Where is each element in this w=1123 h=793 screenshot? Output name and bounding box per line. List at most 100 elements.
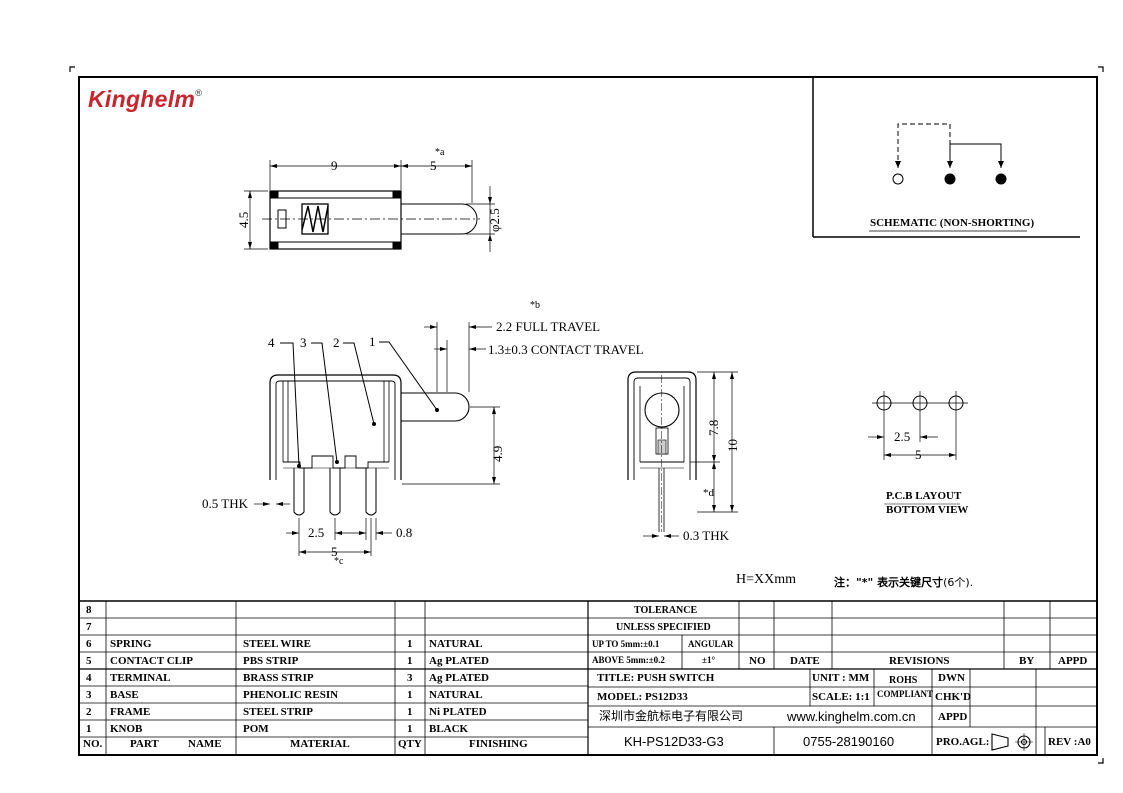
bom-row-no: 3 [86,689,92,701]
dim-pin-08: 0.8 [396,525,413,540]
pcb-span: 5 [915,447,922,462]
bom-row-no: 4 [86,672,92,684]
bom-row-finish: NATURAL [429,689,483,701]
dim-thk-05: 0.5 THK [202,496,248,511]
compliant-label: COMPLIANT [877,689,933,699]
appd-label: APPD [938,711,968,723]
dim-top-height: 4.5 [236,211,251,228]
brand-logo: Kinghelm® [88,86,203,112]
bom-row-material: STEEL STRIP [243,706,314,718]
dim-span-5: 5 [331,544,338,559]
mark-c: *c [334,556,344,567]
dim-top-length: 9 [331,158,338,173]
bom-row-no: 6 [86,638,92,650]
scale-label: SCALE: 1:1 [812,691,870,703]
mark-d: *d [703,487,714,499]
part-number: KH-PS12D33-G3 [624,734,724,749]
model-label: MODEL: PS12D33 [597,691,688,703]
bom-header-finishing: FINISHING [469,738,528,750]
pcb-subtitle: BOTTOM VIEW [886,504,969,516]
chkd-label: CHK'D [935,691,972,703]
tolerance-up-to: UP TO 5mm:±0.1 [592,639,660,649]
dwn-label: DWN [938,672,965,684]
bom-header-material: MATERIAL [290,738,350,750]
bom-row-finish: Ag PLATED [429,672,489,684]
projection-angle-label: PRO.AGL: [936,736,990,748]
bom-row-qty: 1 [407,638,413,650]
angular-value: ±1° [702,655,716,665]
height-note: H=XXmm [736,572,797,587]
tolerance-unless: UNLESS SPECIFIED [616,622,711,633]
mark-a: *a [435,147,445,158]
bom-row-part: KNOB [110,723,143,735]
projection-symbol-icon [990,733,1036,751]
rev-by-header: BY [1019,655,1035,667]
bom-row-part: BASE [110,689,139,701]
schematic-box [812,76,1080,238]
rohs-label: ROHS [889,675,918,686]
company-name: 深圳市金航标电子有限公司 [599,709,744,723]
bom-row-material: PHENOLIC RESIN [243,689,339,701]
unit-label: UNIT : MM [812,672,870,684]
tolerance-above: ABOVE 5mm:±0.2 [592,655,665,665]
balloon-1: 1 [369,334,376,349]
bom-row-part: SPRING [110,638,152,650]
dim-end-10: 10 [725,439,740,452]
top-view [244,160,495,252]
balloon-4: 4 [268,335,275,350]
company-website: www.kinghelm.com.cn [787,709,916,724]
bom-row-part: TERMINAL [110,672,171,684]
full-travel-label: 2.2 FULL TRAVEL [496,319,601,334]
company-phone: 0755-28190160 [803,734,895,749]
bom-row-finish: Ni PLATED [429,706,487,718]
dim-top-travel: 5 [430,158,437,173]
tolerance-title: TOLERANCE [634,605,698,616]
dim-end-thk: 0.3 THK [683,528,729,543]
schematic-title: SCHEMATIC (NON-SHORTING) [870,217,1035,229]
dim-end-78: 7.8 [706,419,721,436]
balloon-3: 3 [300,335,307,350]
bom-row-part: CONTACT CLIP [110,655,194,667]
dim-top-dia: φ2.5 [487,208,502,232]
bom-row-material: PBS STRIP [243,655,299,667]
bom-header-part: PART [130,738,159,750]
bom-row-qty: 3 [407,672,413,684]
pcb-pitch: 2.5 [894,429,911,444]
dim-pitch-25: 2.5 [308,525,325,540]
contact-travel-label: 1.3±0.3 CONTACT TRAVEL [488,342,644,357]
revision-label: REV :A0 [1048,736,1091,748]
bom-row-no: 8 [86,604,92,616]
rev-appd-header: APPD [1058,655,1088,667]
bom-row-qty: 1 [407,689,413,701]
drawing-frame [78,76,1098,756]
end-view [627,371,738,538]
bom-row-finish: BLACK [429,723,469,735]
bom-row-no: 2 [86,706,92,718]
bom-header-name: NAME [188,738,222,750]
rev-date-header: DATE [790,655,820,667]
title-block-grid [80,600,1096,754]
cn-note: 注："*" 表示关键尺寸(6个). [834,576,974,589]
pcb-title: P.C.B LAYOUT [886,490,962,502]
rev-revisions-header: REVISIONS [889,655,950,667]
angular-label: ANGULAR [688,639,734,649]
bom-row-qty: 1 [407,723,413,735]
bom-row-material: STEEL WIRE [243,638,311,650]
bom-header-qty: QTY [398,738,422,750]
bom-row-no: 1 [86,723,92,735]
bom-row-material: BRASS STRIP [243,672,314,684]
bom-row-no: 7 [86,621,92,633]
bom-header-no: NO. [83,738,103,750]
balloon-2: 2 [333,335,340,350]
drawing-title: TITLE: PUSH SWITCH [597,672,715,684]
mark-b: *b [530,300,540,311]
bom-row-no: 5 [86,655,92,667]
pcb-layout [868,391,968,505]
bom-row-finish: NATURAL [429,638,483,650]
bom-row-part: FRAME [110,706,151,718]
bom-row-qty: 1 [407,706,413,718]
bom-row-finish: Ag PLATED [429,655,489,667]
bom-row-qty: 1 [407,655,413,667]
